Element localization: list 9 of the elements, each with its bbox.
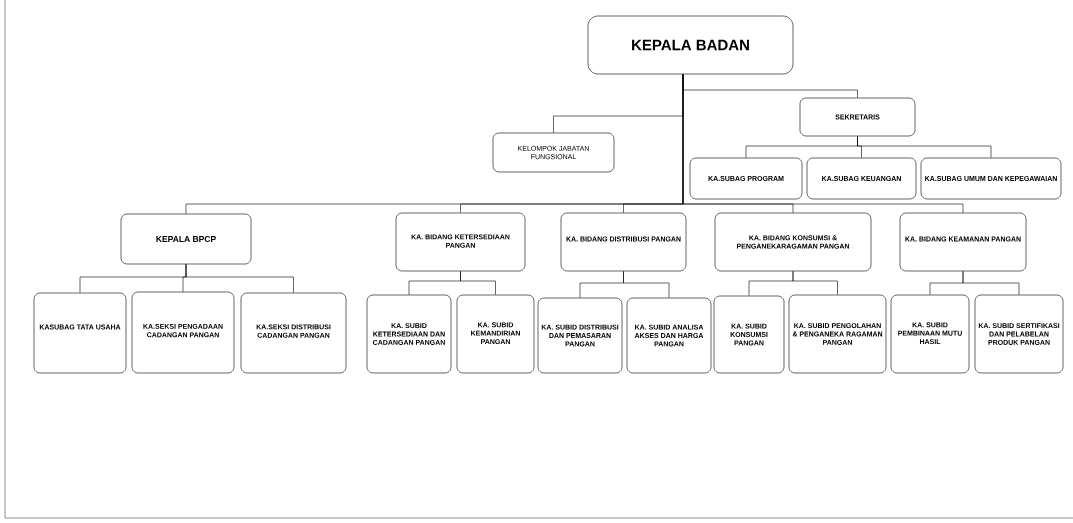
- connector-line: [962, 271, 1020, 295]
- connector-line: [682, 74, 964, 213]
- connector-line: [623, 271, 670, 298]
- connector-line: [460, 271, 496, 295]
- org-box: KEPALA BPCP: [120, 213, 252, 265]
- connector-line: [857, 136, 992, 158]
- org-box: KEPALA BADAN: [587, 15, 794, 75]
- connector-line: [792, 271, 838, 295]
- connector-line: [185, 264, 294, 293]
